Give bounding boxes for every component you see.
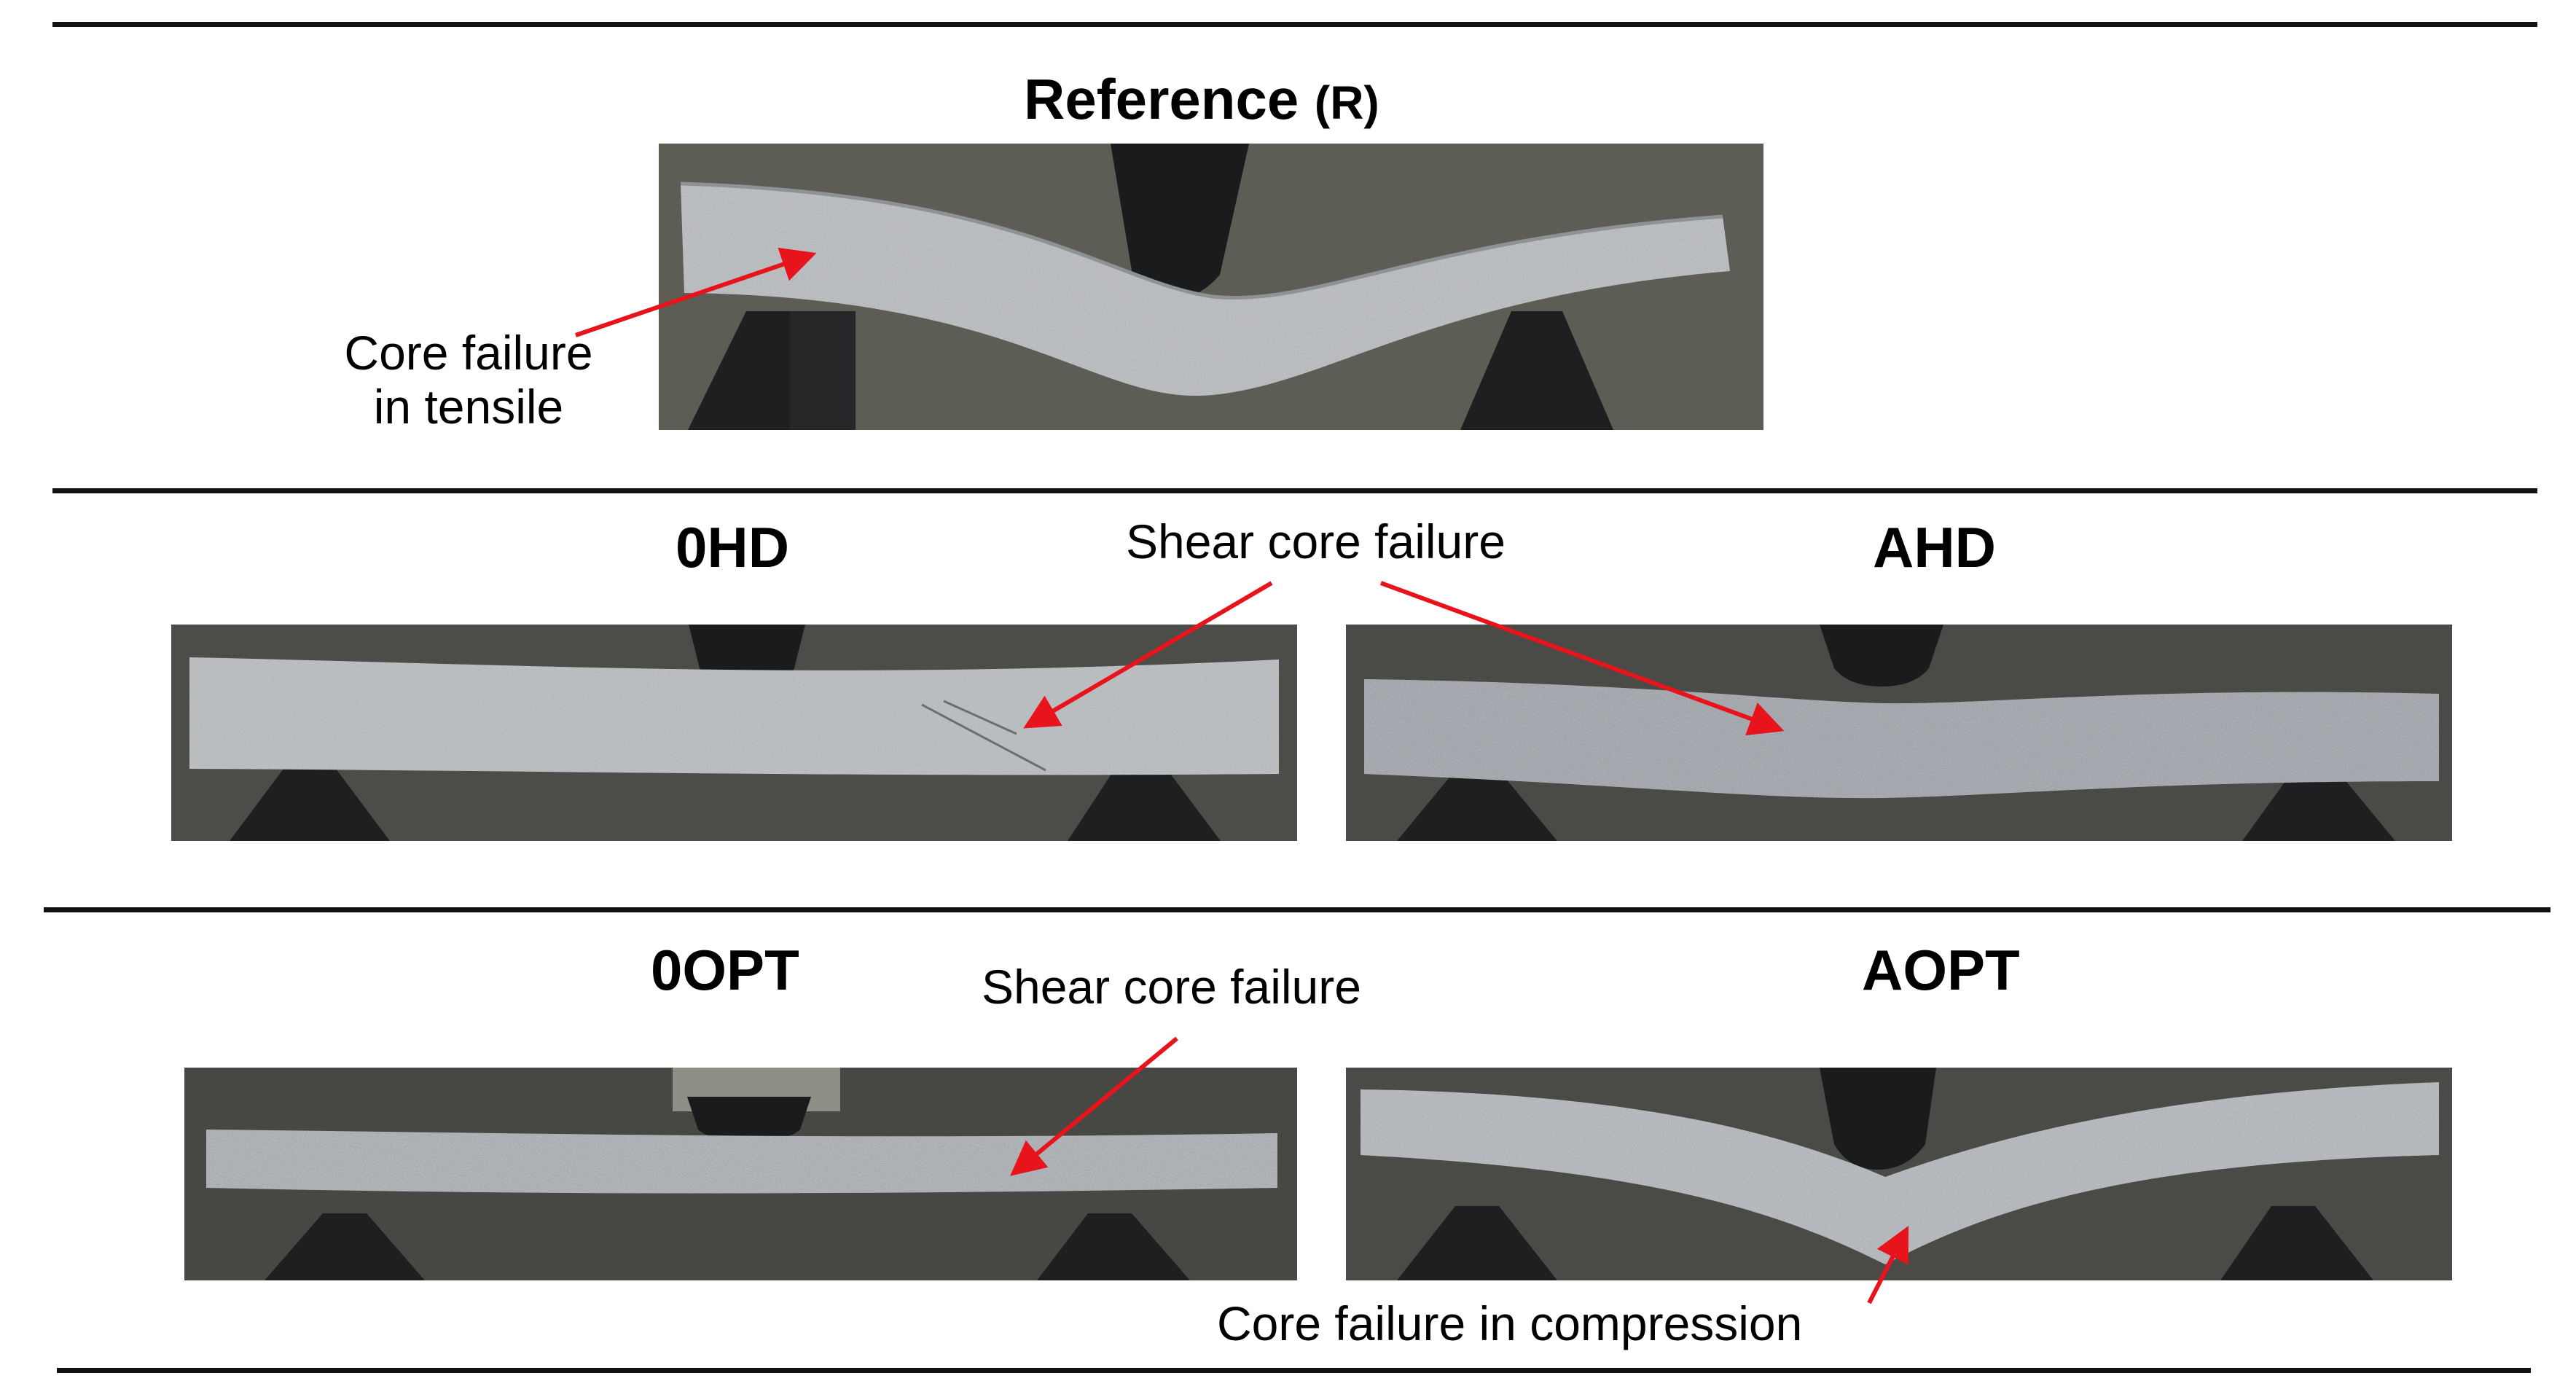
oopt-photo [184,1068,1297,1280]
ahd-title: AHD [1873,515,1996,579]
top-rule [52,22,2537,27]
reference-photo [659,144,1763,430]
aopt-title: AOPT [1862,938,2020,1002]
shear-annotation-bottom: Shear core failure [982,960,1361,1014]
reference-annotation-line2: in tensile [373,379,564,434]
rule-after-reference [52,488,2537,493]
oopt-title: 0OPT [651,938,799,1002]
reference-title-suffix: (R) [1314,77,1379,129]
ahd-photo [1346,625,2452,841]
ohd-title: 0HD [676,515,790,579]
rule-after-hd [44,907,2550,912]
ohd-photo [171,625,1297,841]
reference-annotation: Core failure in tensile [326,326,611,434]
bottom-rule [57,1368,2531,1373]
aopt-photo [1346,1068,2452,1280]
shear-annotation-top: Shear core failure [1126,514,1506,568]
reference-title: Reference (R) [1024,71,1379,128]
compression-annotation: Core failure in compression [1217,1296,1803,1350]
reference-title-text: Reference [1024,67,1299,131]
reference-annotation-line1: Core failure [344,326,593,380]
